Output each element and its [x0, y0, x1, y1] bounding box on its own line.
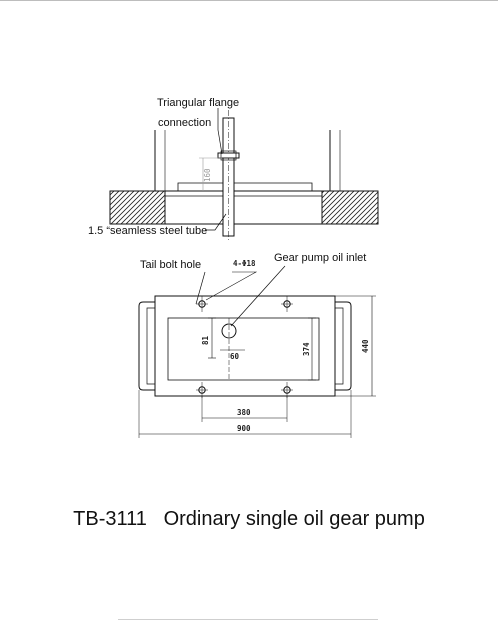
dim-81: 81 — [201, 335, 210, 345]
dim-440: 440 — [361, 339, 370, 353]
leader-inlet — [230, 265, 286, 327]
dim-374: 374 — [302, 342, 311, 356]
dim-900: 900 — [237, 424, 251, 433]
dim-160: 160 — [203, 168, 212, 182]
inner-rectangle — [167, 317, 320, 381]
plan-view — [138, 265, 376, 438]
dim-60: 60 — [230, 352, 240, 361]
leader-tube — [205, 213, 227, 231]
label-connection: connection — [158, 117, 211, 129]
label-bolt-spec: 4-Φ18 — [233, 259, 256, 268]
label-steel-tube: 1.5 “seamless steel tube — [88, 225, 207, 237]
dim-380: 380 — [237, 408, 251, 417]
pump-housing — [177, 182, 313, 191]
label-tail-bolt-hole: Tail bolt hole — [140, 259, 201, 271]
leader-flange — [217, 108, 223, 155]
elevation-view — [109, 108, 379, 240]
label-gear-pump-inlet: Gear pump oil inlet — [274, 252, 366, 264]
leader-bolt-hole — [195, 271, 206, 305]
oil-inlet — [221, 323, 237, 339]
triangular-flange — [217, 152, 240, 159]
base-plate — [164, 190, 323, 225]
outer-frame — [154, 295, 336, 397]
caption-model: TB-3111 — [73, 508, 147, 530]
caption-title: Ordinary single oil gear pump — [163, 508, 425, 530]
handle-left — [138, 301, 155, 391]
handle-right — [335, 301, 352, 391]
top-divider — [0, 0, 498, 1]
bottom-divider — [118, 619, 378, 620]
bolt-holes — [196, 296, 293, 398]
label-triangular-flange: Triangular flange — [157, 97, 239, 109]
caption: TB-3111 Ordinary single oil gear pump — [0, 508, 498, 531]
base-slab-left — [109, 190, 166, 225]
base-slab-right — [321, 190, 379, 225]
leader-bolt-spec — [205, 271, 258, 301]
